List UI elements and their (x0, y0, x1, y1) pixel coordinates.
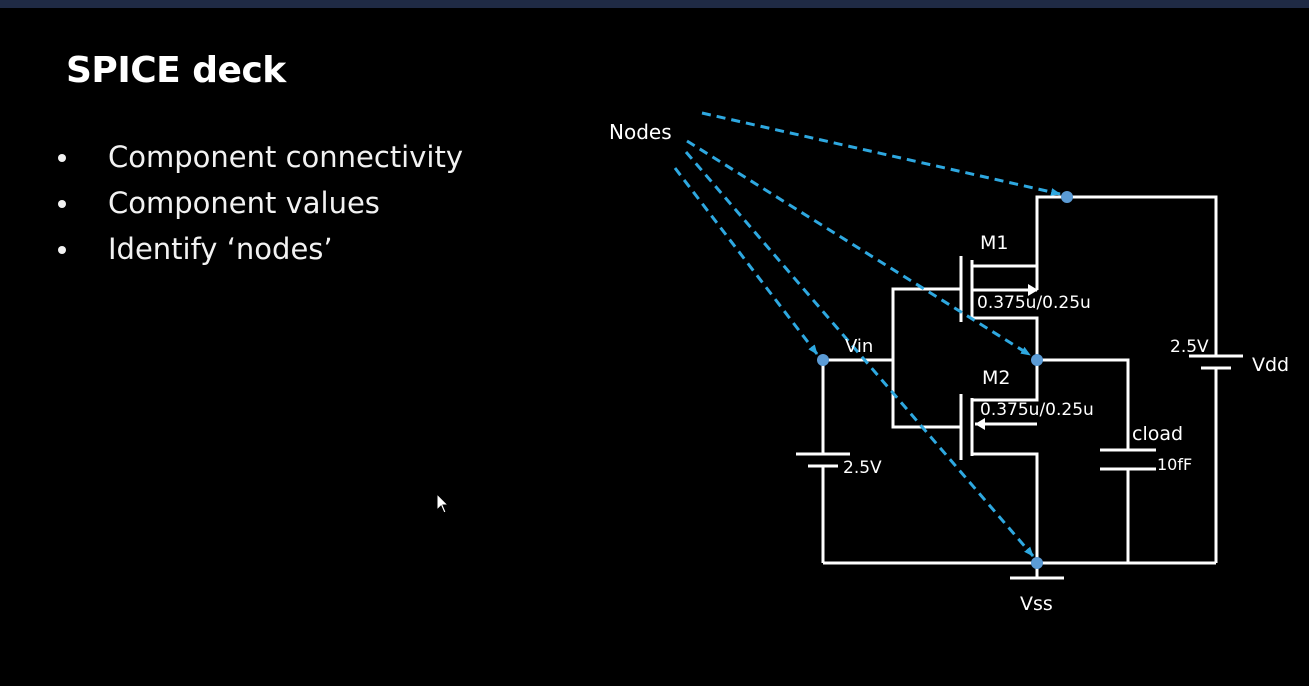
bullet-text: Component connectivity (108, 140, 463, 174)
vdd-source-value: 2.5V (1170, 337, 1209, 357)
bullet-item: Component connectivity (58, 138, 463, 184)
node-marker-output (1031, 354, 1043, 366)
gate-bus-wire (891, 287, 961, 429)
m2-label: M2 (982, 367, 1010, 389)
vin-label: Vin (845, 336, 873, 357)
node-pointer-arrow-output (686, 139, 1031, 357)
slide-title: SPICE deck (66, 50, 286, 91)
m1-size-label: 0.375u/0.25u (977, 293, 1091, 313)
m1-source-wire (972, 197, 1039, 268)
node-marker-vss (1031, 557, 1043, 569)
bullet-dot-icon (58, 154, 66, 162)
node-marker-vin (817, 354, 829, 366)
node-marker-vdd (1061, 191, 1073, 203)
vdd-label: Vdd (1252, 354, 1289, 376)
m1-drain-wire (972, 316, 1039, 360)
nodes-label: Nodes (609, 120, 672, 144)
bullet-text: Component values (108, 186, 380, 220)
cload-value: 10fF (1157, 455, 1192, 474)
m2-size-label: 0.375u/0.25u (980, 400, 1094, 420)
node-pointer-arrow-vss (684, 151, 1035, 557)
bullet-dot-icon (58, 246, 66, 254)
bullet-text: Identify ‘nodes’ (108, 232, 333, 266)
m2-source-wire (972, 452, 1039, 563)
bullet-item: Identify ‘nodes’ (58, 230, 463, 276)
circuit-wires (796, 195, 1243, 580)
mouse-pointer-icon (436, 493, 450, 514)
m2-body-arrow-icon (975, 418, 985, 430)
m2-drain-wire (972, 360, 1039, 402)
cload-label: cload (1132, 423, 1183, 445)
window-top-bar (0, 0, 1309, 8)
bullet-dot-icon (58, 200, 66, 208)
bullet-list: Component connectivity Component values … (58, 138, 463, 276)
node-pointer-arrow-vin (673, 167, 819, 355)
bullet-item: Component values (58, 184, 463, 230)
m1-label: M1 (980, 232, 1008, 254)
vdd-rail-wire (1035, 195, 1218, 356)
m1-body-arrow-icon (1028, 284, 1038, 296)
node-pointer-arrow-vdd (701, 111, 1061, 196)
vss-label: Vss (1020, 593, 1053, 615)
vin-source-value: 2.5V (843, 458, 882, 478)
output-wire (1037, 358, 1130, 450)
